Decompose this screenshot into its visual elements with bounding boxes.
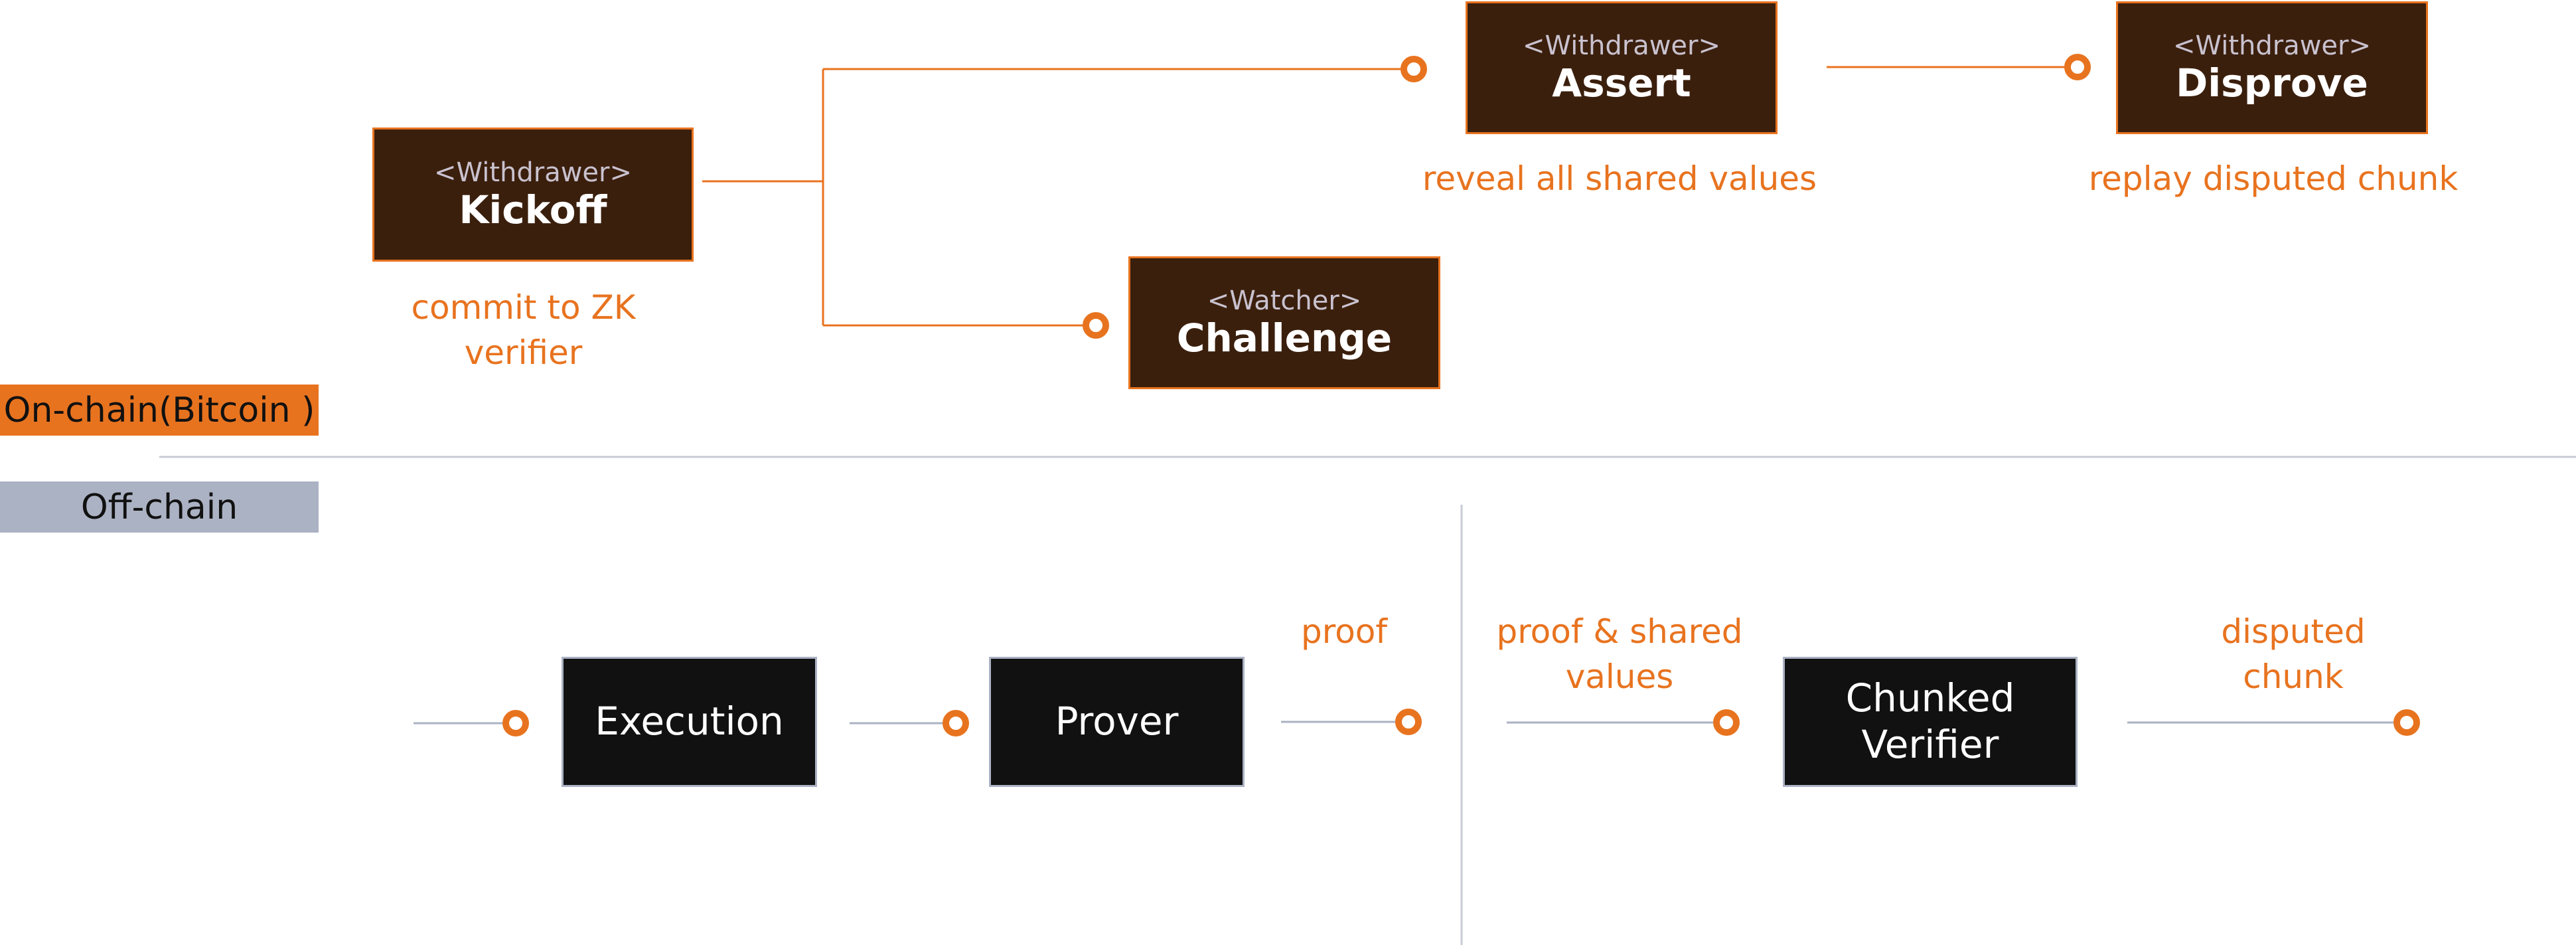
disprove-caption: replay disputed chunk bbox=[2088, 159, 2459, 198]
disprove-title: Disprove bbox=[2176, 60, 2368, 106]
disprove-role: <Withdrawer> bbox=[2173, 30, 2371, 61]
offchain-lane-label: Off-chain bbox=[0, 481, 319, 533]
disprove-node[interactable]: <Withdrawer> Disprove bbox=[2116, 1, 2428, 134]
challenge-input-port bbox=[1083, 312, 1109, 339]
prover-title: Prover bbox=[1055, 699, 1179, 744]
challenge-title: Challenge bbox=[1176, 315, 1393, 361]
disputed-chunk-output-port bbox=[2393, 709, 2420, 736]
execution-node[interactable]: Execution bbox=[562, 657, 817, 787]
assert-node[interactable]: <Withdrawer> Assert bbox=[1466, 1, 1778, 134]
execution-title: Execution bbox=[595, 699, 784, 744]
verifier-input-port bbox=[1713, 709, 1740, 736]
challenge-node[interactable]: <Watcher> Challenge bbox=[1128, 256, 1440, 389]
disputed-chunk-caption: disputed chunk bbox=[2221, 612, 2366, 696]
prover-node[interactable]: Prover bbox=[989, 657, 1245, 787]
assert-role: <Withdrawer> bbox=[1523, 30, 1720, 61]
chunked-verifier-node[interactable]: Chunked Verifier bbox=[1783, 657, 2078, 787]
proof-output-port bbox=[1395, 709, 1422, 735]
proof-caption: proof bbox=[1301, 612, 1387, 651]
assert-input-port bbox=[1401, 56, 1427, 82]
kickoff-caption: commit to ZK verifier bbox=[411, 288, 636, 372]
assert-title: Assert bbox=[1552, 60, 1691, 106]
execution-input-port bbox=[502, 710, 529, 736]
kickoff-node[interactable]: <Withdrawer> Kickoff bbox=[372, 128, 694, 262]
chunked-verifier-title: Chunked Verifier bbox=[1845, 675, 2015, 767]
disprove-input-port bbox=[2064, 54, 2091, 80]
onchain-lane-label: On-chain(Bitcoin ) bbox=[0, 385, 319, 436]
kickoff-title: Kickoff bbox=[459, 187, 607, 232]
kickoff-role: <Withdrawer> bbox=[434, 157, 632, 188]
assert-caption: reveal all shared values bbox=[1422, 159, 1817, 198]
prover-input-port bbox=[943, 710, 969, 736]
verifier-input-caption: proof & shared values bbox=[1496, 612, 1743, 696]
challenge-role: <Watcher> bbox=[1207, 285, 1362, 316]
